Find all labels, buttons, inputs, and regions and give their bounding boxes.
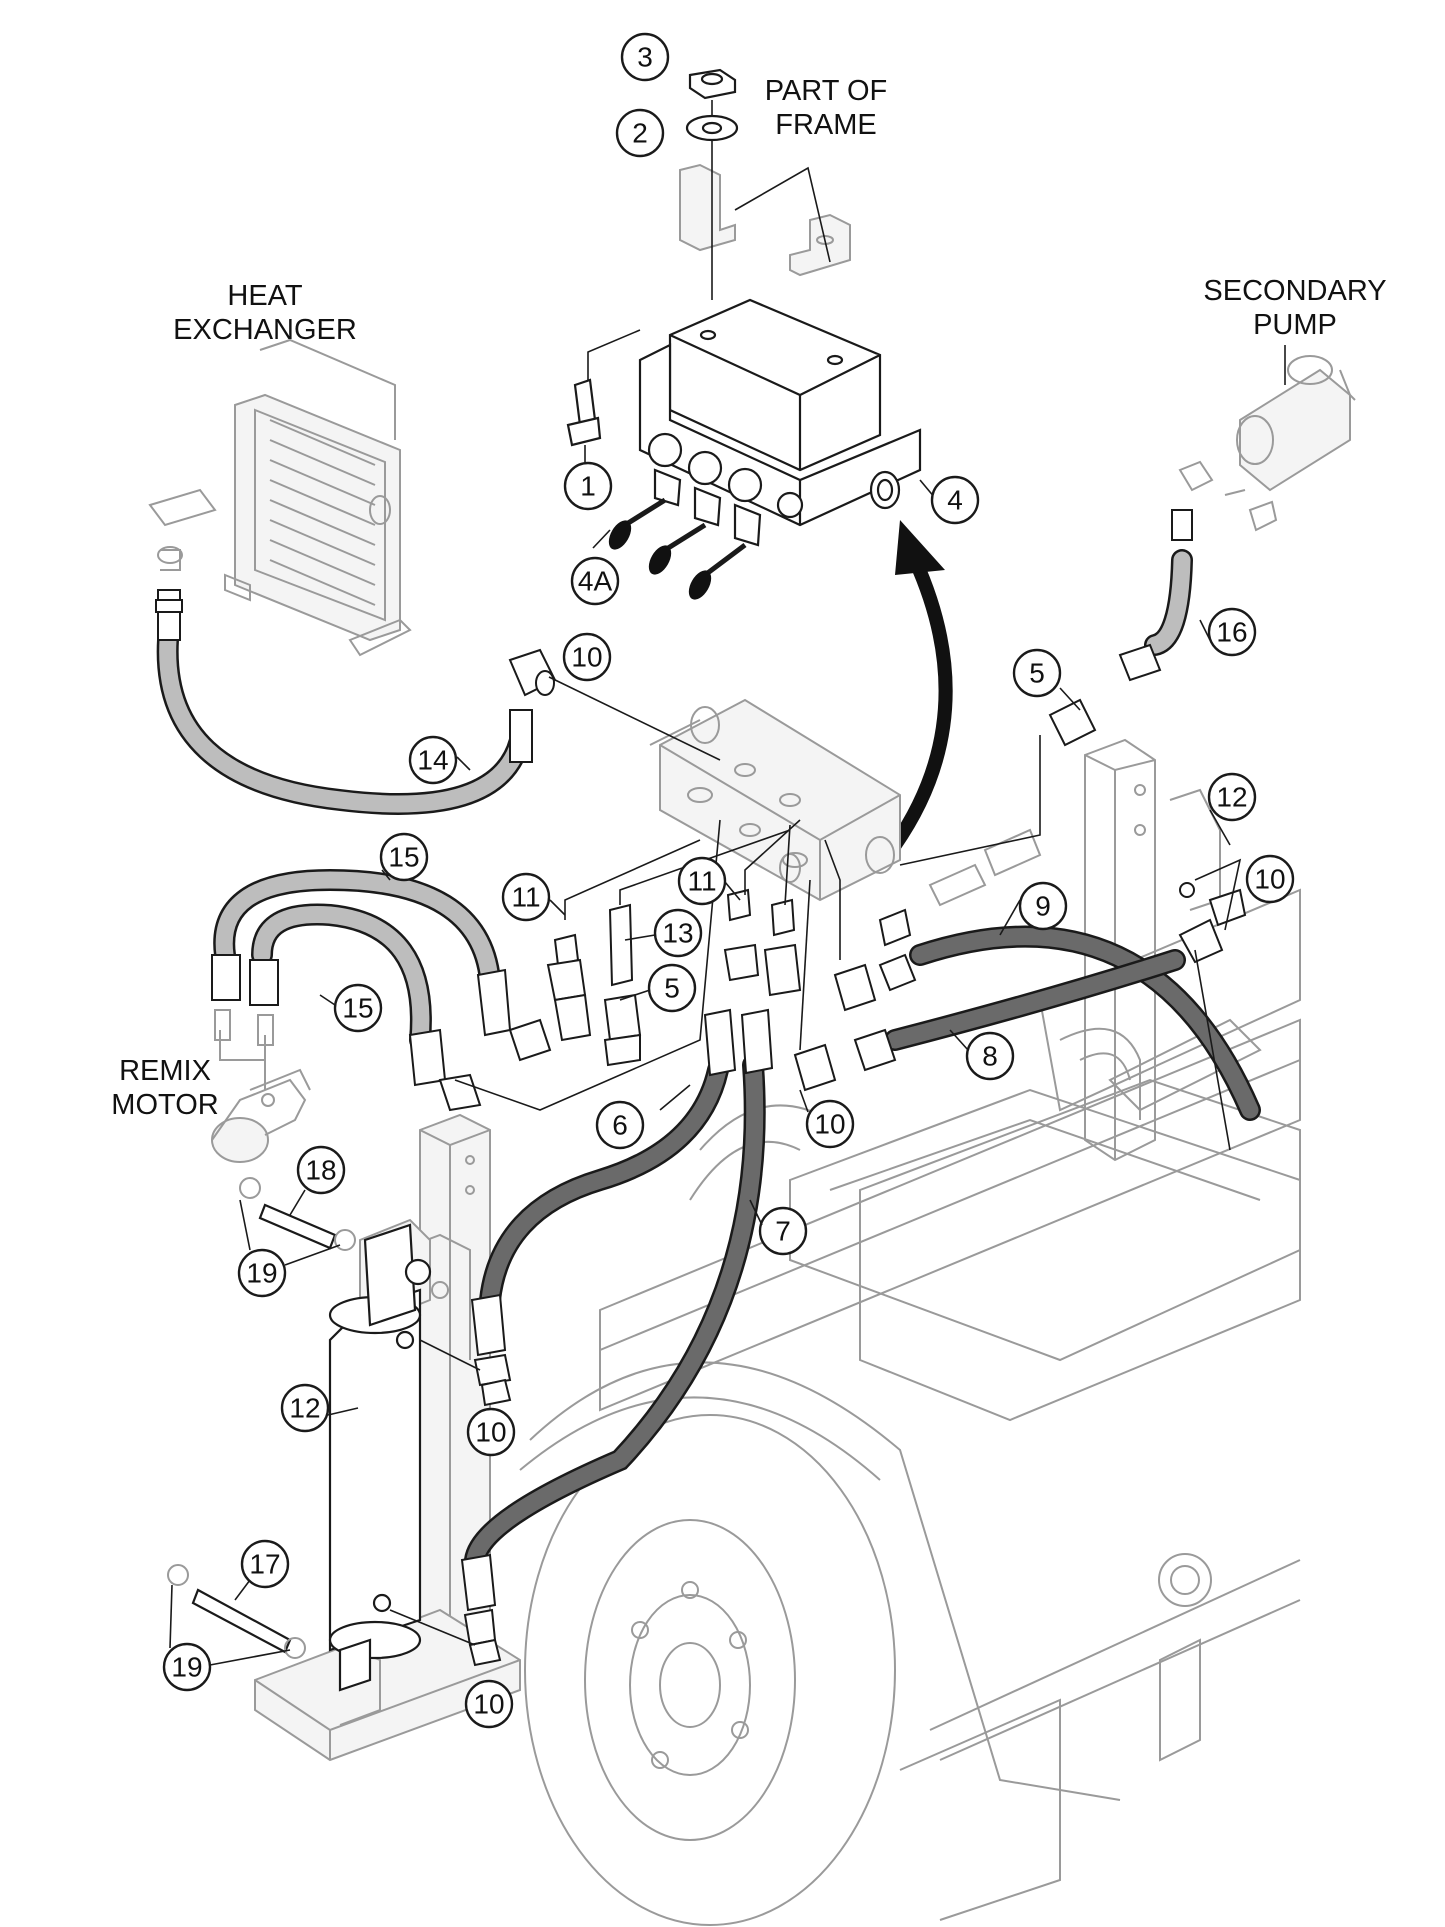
svg-text:10: 10	[475, 1417, 506, 1448]
svg-text:4: 4	[947, 485, 963, 516]
label-part-of-frame-2: FRAME	[775, 109, 877, 141]
label-heat-exchanger-2: EXCHANGER	[173, 314, 357, 346]
label-heat-exchanger-1: HEAT	[227, 280, 302, 312]
secondary-pump	[1178, 345, 1356, 532]
lift-cylinder	[167, 1177, 432, 1692]
svg-text:10: 10	[473, 1689, 504, 1720]
callout-10-c: 10	[805, 1099, 855, 1149]
svg-text:19: 19	[246, 1258, 277, 1289]
svg-text:15: 15	[388, 842, 419, 873]
callout-18: 18	[296, 1145, 346, 1195]
callout-12-b: 12	[280, 1383, 330, 1433]
svg-text:17: 17	[249, 1549, 280, 1580]
callout-11-b: 11	[677, 856, 727, 906]
callout-10-b: 10	[1245, 854, 1295, 904]
callout-1: 1	[563, 461, 613, 511]
callout-10-d: 10	[466, 1407, 516, 1457]
svg-text:19: 19	[171, 1652, 202, 1683]
label-secondary-pump-1: SECONDARY	[1203, 275, 1386, 307]
svg-text:16: 16	[1216, 617, 1247, 648]
callout-6: 6	[595, 1100, 645, 1150]
svg-text:18: 18	[305, 1155, 336, 1186]
manifold-block	[649, 698, 901, 902]
svg-text:3: 3	[637, 42, 653, 73]
callout-10-a: 10	[562, 632, 612, 682]
callout-7: 7	[758, 1206, 808, 1256]
svg-text:10: 10	[571, 642, 602, 673]
svg-text:12: 12	[289, 1393, 320, 1424]
hoses	[156, 549, 1261, 1571]
callout-8: 8	[965, 1031, 1015, 1081]
svg-text:13: 13	[662, 918, 693, 949]
flow-arrow	[889, 520, 953, 849]
heat-exchanger	[148, 338, 412, 657]
callout-9: 9	[1018, 881, 1068, 931]
callout-4a: 4A	[570, 556, 620, 606]
callout-17: 17	[240, 1539, 290, 1589]
fittings	[155, 509, 1247, 1667]
svg-text:5: 5	[664, 973, 680, 1004]
callout-19-b: 19	[162, 1642, 212, 1692]
svg-text:10: 10	[814, 1109, 845, 1140]
callout-3: 3	[620, 32, 670, 82]
svg-text:9: 9	[1035, 891, 1051, 922]
svg-text:11: 11	[511, 882, 540, 913]
callout-11-a: 11	[501, 872, 551, 922]
callout-15-b: 15	[333, 983, 383, 1033]
label-part-of-frame-1: PART OF	[765, 75, 887, 107]
text-labels: PART OF FRAME HEAT EXCHANGER SECONDARY P…	[111, 75, 1386, 1121]
callout-12-a: 12	[1207, 772, 1257, 822]
callout-5-b: 5	[647, 963, 697, 1013]
nut-washer-frame	[679, 68, 851, 300]
callout-19-a: 19	[237, 1248, 287, 1298]
control-valve	[566, 298, 936, 600]
callout-4: 4	[930, 475, 980, 525]
svg-text:8: 8	[982, 1041, 998, 1072]
svg-text:7: 7	[775, 1216, 791, 1247]
svg-text:1: 1	[580, 471, 596, 502]
callout-10-e: 10	[464, 1679, 514, 1729]
callout-2: 2	[615, 108, 665, 158]
svg-text:15: 15	[342, 993, 373, 1024]
svg-text:12: 12	[1216, 782, 1247, 813]
callout-5-a: 5	[1012, 648, 1062, 698]
callout-16: 16	[1207, 607, 1257, 657]
svg-text:10: 10	[1254, 864, 1285, 895]
svg-text:6: 6	[612, 1110, 628, 1141]
svg-text:4A: 4A	[578, 566, 613, 597]
callout-13: 13	[653, 908, 703, 958]
callout-15-a: 15	[379, 832, 429, 882]
svg-text:14: 14	[417, 745, 448, 776]
leader-lines	[327, 676, 1242, 1646]
remix-motor	[211, 1009, 311, 1163]
svg-text:2: 2	[632, 118, 648, 149]
svg-text:5: 5	[1029, 658, 1045, 689]
label-secondary-pump-2: PUMP	[1253, 309, 1337, 341]
svg-text:11: 11	[687, 866, 716, 897]
callout-14: 14	[408, 735, 458, 785]
label-remix-motor-2: MOTOR	[111, 1089, 218, 1121]
label-remix-motor-1: REMIX	[119, 1055, 211, 1087]
